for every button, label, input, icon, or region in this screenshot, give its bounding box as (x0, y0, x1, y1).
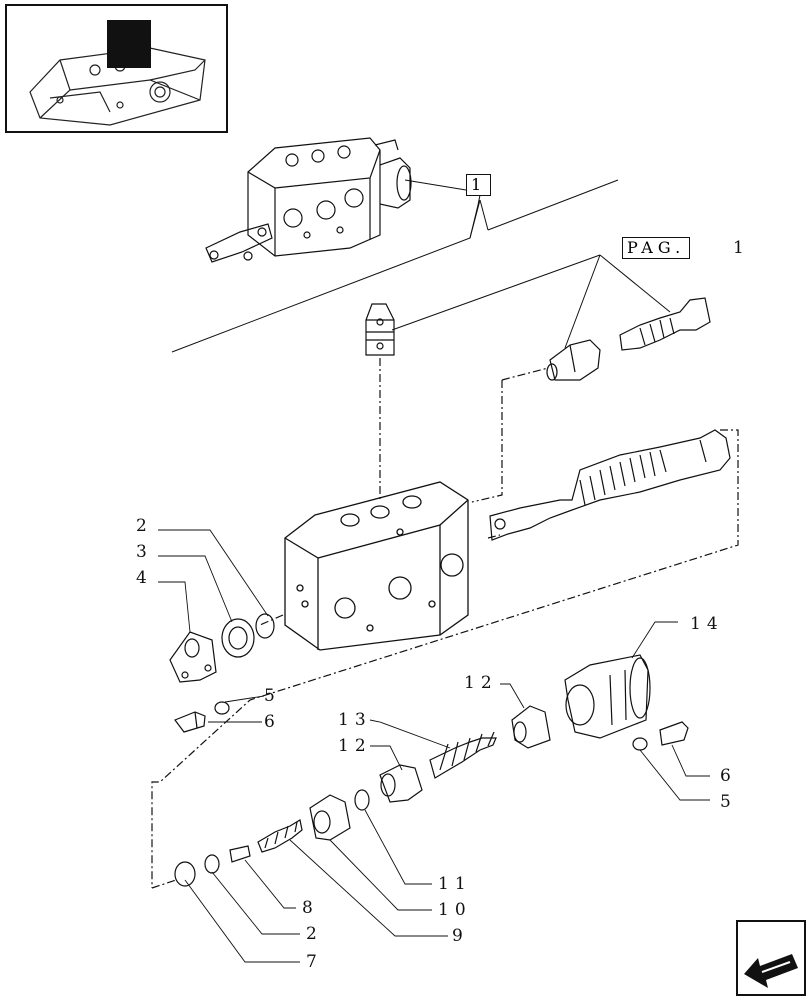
callout-5-right: 5 (720, 792, 737, 812)
pag-number: 1 (733, 238, 750, 258)
pag-leaders (391, 254, 671, 349)
callout-12-lower: 12 (338, 736, 372, 756)
valve-body-main (284, 481, 469, 651)
callout-12-upper: 12 (464, 673, 498, 693)
dash-dot-lines (151, 358, 739, 889)
callout-2-lower: 2 (306, 924, 323, 944)
callout-8: 8 (302, 898, 319, 918)
leader-1 (404, 179, 467, 191)
ref-box-1[interactable]: 1 (466, 174, 492, 196)
plug-part (365, 303, 395, 356)
callout-3: 3 (136, 542, 153, 562)
callout-6-left: 6 (264, 712, 281, 732)
callout-6-right: 6 (720, 766, 737, 786)
callout-14: 14 (690, 614, 724, 634)
bracket-v (469, 199, 489, 239)
relief-valve-parts (546, 297, 711, 381)
pag-reference-box[interactable]: PAG. (622, 237, 691, 259)
callout-11: 11 (438, 874, 472, 894)
previous-page-arrow-icon (744, 954, 798, 988)
callout-10: 10 (438, 900, 472, 920)
previous-page-button[interactable] (736, 920, 806, 996)
tractor-unit-thumbnail (29, 47, 206, 126)
valve-assembly-top (205, 137, 412, 263)
highlight-block (107, 20, 151, 68)
callout-7: 7 (306, 952, 323, 972)
thumbnail-frame (5, 4, 228, 133)
spool (489, 429, 731, 541)
callout-4: 4 (136, 568, 153, 588)
callout-leaders (158, 529, 710, 963)
callout-9: 9 (452, 926, 469, 946)
left-seal-parts (169, 613, 275, 733)
lower-assembly-parts (174, 654, 689, 887)
callout-5-left: 5 (264, 686, 281, 706)
bracket-line (171, 179, 619, 353)
callout-13: 13 (338, 710, 372, 730)
callout-2-upper: 2 (136, 516, 153, 536)
